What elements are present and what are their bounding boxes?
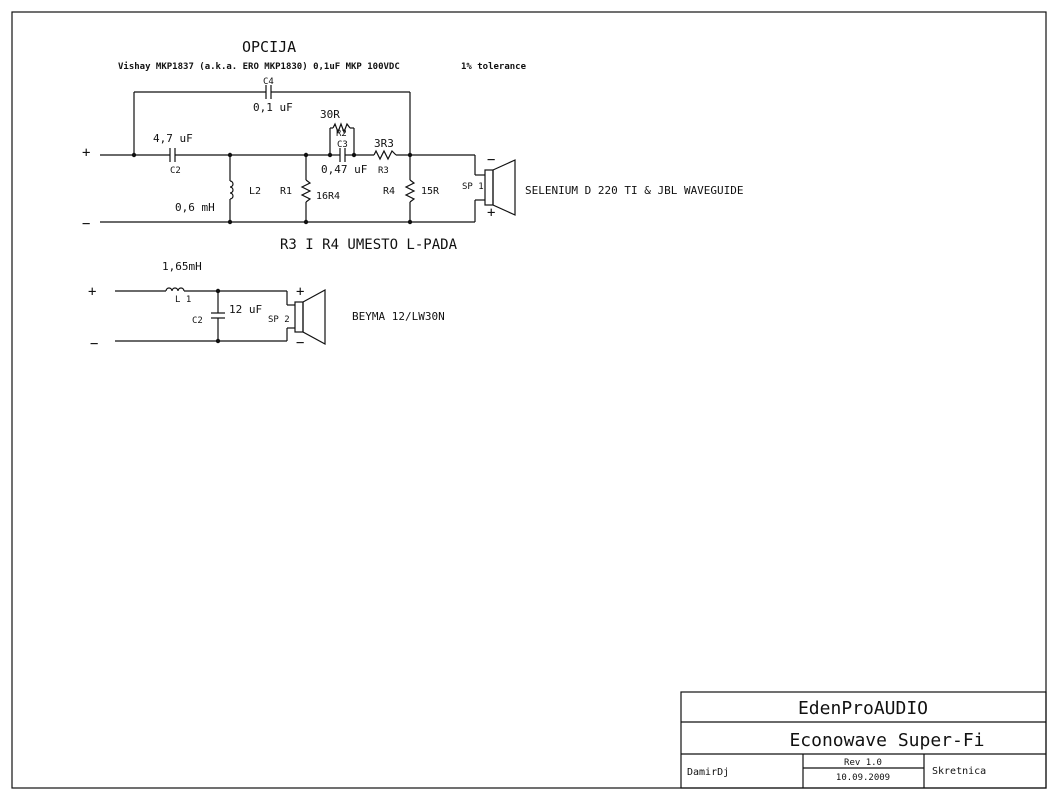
c4-value: 0,1 uF [253, 101, 293, 114]
sp2-minus: − [296, 335, 304, 351]
resistor-r4 [404, 179, 416, 203]
sp2-plus: + [296, 284, 304, 300]
tolerance-note: 1% tolerance [461, 62, 527, 72]
option-title: OPCIJA [242, 38, 296, 56]
woofer-crossover: + − 1,65mH L 1 C2 12 uF SP 2 + − BEYMA [88, 260, 445, 352]
r3-value: 3R3 [374, 137, 394, 150]
resistor-r1 [300, 179, 312, 203]
resistor-r2 [332, 122, 351, 134]
sp1-ref: SP 1 [462, 182, 484, 192]
capacitor-c2 [169, 148, 176, 162]
junction-dot [131, 152, 137, 158]
r2-value: 30R [320, 108, 340, 121]
r2-ref: R2 [336, 129, 347, 139]
date: 10.09.2009 [836, 773, 890, 783]
tweeter-driver-label: SELENIUM D 220 TI & JBL WAVEGUIDE [525, 184, 744, 197]
inductor-l2 [229, 180, 234, 200]
r1-ref: R1 [280, 186, 292, 197]
l2-ref: L2 [249, 186, 261, 197]
woofer-c2-value: 12 uF [229, 303, 262, 316]
tweeter-input-plus: + [82, 145, 90, 161]
sheet-border [11, 11, 1047, 789]
sp2-ref: SP 2 [268, 315, 290, 325]
sp1-plus: + [487, 205, 495, 221]
option-note: Vishay MKP1837 (a.k.a. ERO MKP1830) 0,1u… [118, 61, 400, 72]
sp1-minus: − [487, 152, 495, 168]
tweeter-crossover: + − 4,7 uF C2 C4 0,1 uF [82, 77, 744, 232]
l2-value: 0,6 mH [175, 201, 215, 214]
project-name: Econowave Super-Fi [789, 730, 984, 751]
woofer-c2-ref: C2 [192, 316, 203, 326]
capacitor-woofer-c2 [211, 312, 225, 319]
c2-ref: C2 [170, 166, 181, 176]
r4-value: 15R [421, 186, 440, 197]
speaker-sp2-icon [294, 288, 326, 346]
woofer-driver-label: BEYMA 12/LW30N [352, 310, 445, 323]
r3-ref: R3 [378, 166, 389, 176]
woofer-input-minus: − [90, 336, 98, 352]
author-name: DamirDj [687, 767, 729, 778]
lpad-note: R3 I R4 UMESTO L-PADA [280, 237, 458, 253]
company-name: EdenProAUDIO [798, 698, 928, 719]
r1-value: 16R4 [316, 191, 340, 202]
c4-ref: C4 [263, 77, 274, 87]
c3-ref: C3 [337, 140, 348, 150]
inductor-l1 [165, 287, 185, 292]
speaker-sp1-icon [484, 159, 516, 216]
l1-ref: L 1 [175, 295, 191, 305]
title-block: EdenProAUDIO Econowave Super-Fi DamirDj … [680, 691, 1047, 789]
sheet-name: Skretnica [932, 766, 986, 777]
capacitor-c4 [265, 85, 272, 99]
resistor-r3 [373, 149, 397, 161]
woofer-input-plus: + [88, 284, 96, 300]
c2-value: 4,7 uF [153, 132, 193, 145]
l1-value: 1,65mH [162, 260, 202, 273]
tweeter-input-minus: − [82, 216, 90, 232]
revision: Rev 1.0 [844, 758, 882, 768]
capacitor-c3 [339, 148, 346, 162]
c3-value: 0,47 uF [321, 163, 367, 176]
r4-ref: R4 [383, 186, 395, 197]
